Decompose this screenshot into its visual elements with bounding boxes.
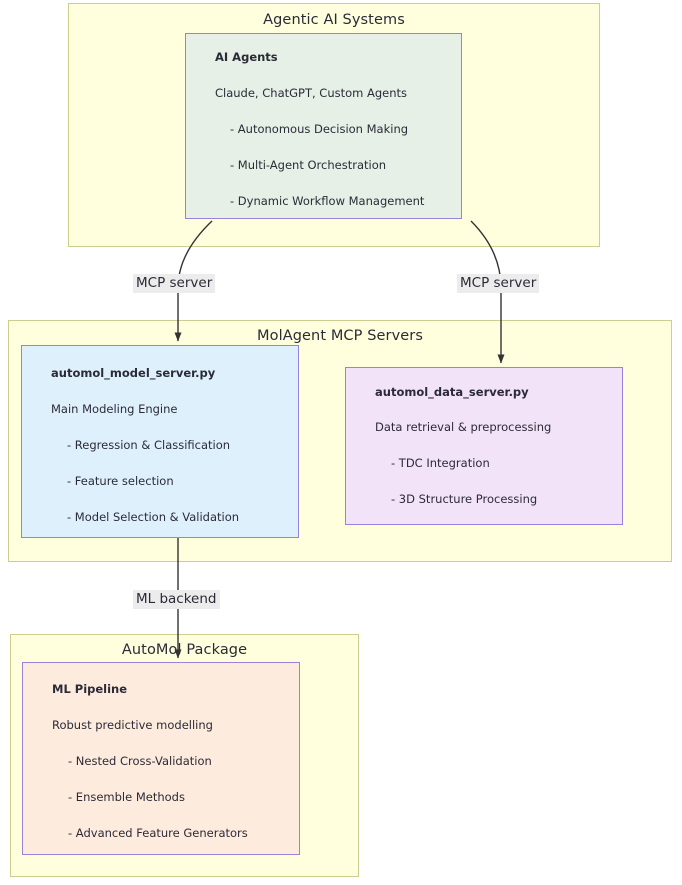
node-automol-model-server[interactable]: automol_model_server.py Main Modeling En… bbox=[21, 345, 299, 538]
node-automol-model-server-subtitle: Main Modeling Engine bbox=[51, 402, 178, 416]
node-ml-pipeline[interactable]: ML Pipeline Robust predictive modelling … bbox=[22, 662, 300, 855]
node-ai-agents-bullet-2: - Dynamic Workflow Management bbox=[230, 194, 425, 208]
node-automol-data-server-title: automol_data_server.py bbox=[375, 385, 529, 399]
node-ml-pipeline-subtitle: Robust predictive modelling bbox=[52, 718, 213, 732]
node-ai-agents-subtitle: Claude, ChatGPT, Custom Agents bbox=[215, 86, 408, 100]
node-automol-model-server-bullet-2: - Model Selection & Validation bbox=[67, 510, 240, 524]
node-ml-pipeline-bullet-0: - Nested Cross-Validation bbox=[68, 754, 212, 768]
subgraph-title-agentic-ai-systems: Agentic AI Systems bbox=[263, 12, 405, 28]
node-ml-pipeline-title: ML Pipeline bbox=[52, 682, 128, 696]
node-ml-pipeline-bullet-1: - Ensemble Methods bbox=[68, 790, 185, 804]
edge-label-mcp-server-model: MCP server bbox=[133, 274, 216, 293]
node-ai-agents[interactable]: AI Agents Claude, ChatGPT, Custom Agents… bbox=[185, 33, 462, 219]
node-ai-agents-title: AI Agents bbox=[215, 50, 278, 64]
node-automol-data-server-subtitle: Data retrieval & preprocessing bbox=[375, 420, 552, 434]
node-ai-agents-bullet-1: - Multi-Agent Orchestration bbox=[230, 158, 387, 172]
node-automol-model-server-bullet-0: - Regression & Classification bbox=[67, 438, 231, 452]
node-automol-data-server-bullet-1: - 3D Structure Processing bbox=[391, 492, 538, 506]
subgraph-title-molagent-mcp-servers: MolAgent MCP Servers bbox=[256, 328, 424, 344]
node-automol-data-server-bullet-0: - TDC Integration bbox=[391, 456, 490, 470]
subgraph-title-automol-package: AutoMol Package bbox=[121, 642, 248, 658]
edge-label-mcp-server-data: MCP server bbox=[457, 274, 540, 293]
node-automol-model-server-title: automol_model_server.py bbox=[51, 366, 216, 380]
edge-label-ml-backend: ML backend bbox=[133, 590, 220, 609]
node-ml-pipeline-bullet-2: - Advanced Feature Generators bbox=[68, 826, 248, 840]
node-automol-model-server-bullet-1: - Feature selection bbox=[67, 474, 174, 488]
node-ai-agents-bullet-0: - Autonomous Decision Making bbox=[230, 122, 409, 136]
node-automol-data-server[interactable]: automol_data_server.py Data retrieval & … bbox=[345, 367, 623, 525]
